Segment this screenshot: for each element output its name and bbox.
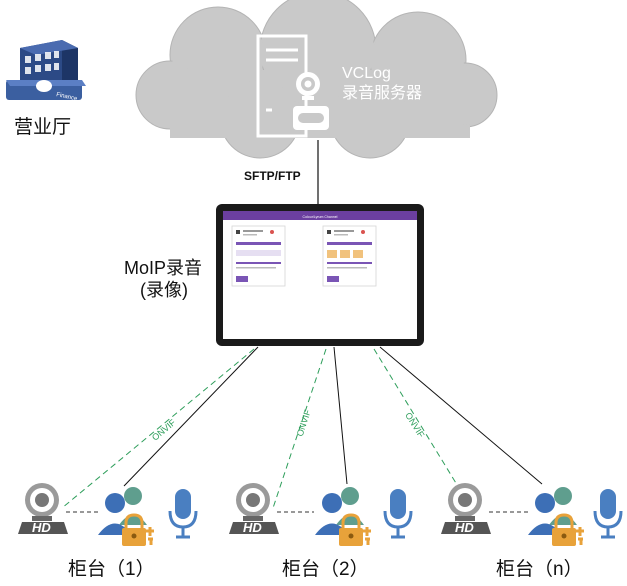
onvif-link-2 — [272, 348, 327, 509]
building-logo-text: Finance — [56, 92, 79, 102]
counter-1-group — [18, 483, 198, 548]
device-label: MoIP录音 — [124, 258, 203, 278]
server-description: 录音服务器 — [342, 85, 423, 102]
onvif-link-3 — [373, 348, 471, 507]
device-link-3 — [379, 346, 543, 485]
users-lock-icon — [526, 485, 586, 548]
tablet-screen-title: Colour/Lyrum Channel — [303, 215, 338, 219]
device-sublabel: (录像) — [140, 280, 188, 300]
webcam-icon — [296, 72, 320, 100]
hd-badge: HD — [32, 520, 51, 535]
building-label: 营业厅 — [14, 117, 72, 138]
users-lock-icon — [96, 485, 156, 548]
counter-n-group — [441, 483, 623, 548]
hd-badge: HD — [455, 520, 474, 535]
tablet-device — [216, 204, 424, 346]
microphone-icon — [168, 487, 198, 539]
hd-badge: HD — [243, 520, 262, 535]
building-icon — [6, 40, 86, 100]
counter-label-1: 柜台（1） — [68, 559, 155, 580]
tape-recorder-icon — [293, 106, 329, 130]
counter-label-n: 柜台（n） — [496, 559, 583, 580]
protocol-label: SFTP/FTP — [244, 169, 301, 183]
counter-label-2: 柜台（2） — [282, 559, 369, 580]
microphone-icon — [593, 487, 623, 539]
onvif-link-1 — [61, 348, 255, 509]
server-name: VCLog — [342, 65, 391, 82]
device-link-2 — [333, 346, 348, 485]
counter-2-group — [229, 483, 413, 548]
users-lock-icon — [313, 485, 373, 548]
device-link-1 — [123, 346, 259, 487]
microphone-icon — [383, 487, 413, 539]
